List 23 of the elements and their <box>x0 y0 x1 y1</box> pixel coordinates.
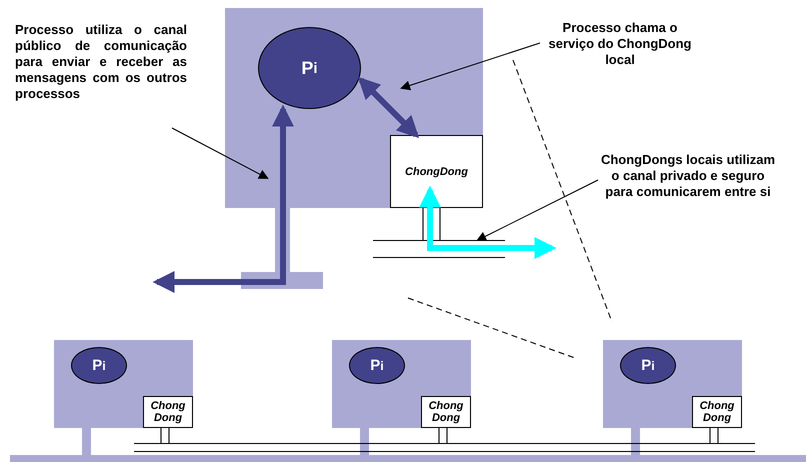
service-box: ChongDong <box>390 135 483 208</box>
host-box <box>225 8 483 208</box>
arrow <box>358 76 420 138</box>
channel-lines <box>373 240 505 258</box>
service-box: Chong Dong <box>421 396 471 428</box>
leader-line <box>172 128 269 179</box>
callout-text: Processo utiliza o canal público de comunicação para enviar e receber as mensagens com os outros processos <box>15 22 187 102</box>
leader-line <box>476 180 598 241</box>
connector-line <box>710 428 718 444</box>
connector-line <box>422 208 440 240</box>
callout-text: Processo chama o serviço do ChongDong local <box>540 20 700 68</box>
channel-lines <box>134 443 755 452</box>
connector-line <box>438 428 448 444</box>
callout-text: ChongDongs locais utilizam o canal privado e seguro para comunicarem entre si <box>598 152 778 200</box>
service-box: Chong Dong <box>143 396 193 428</box>
host-box <box>603 340 742 428</box>
host-box <box>54 340 193 428</box>
service-box: Chong Dong <box>692 396 742 428</box>
arrow <box>419 186 556 259</box>
connector-line <box>160 428 170 444</box>
host-box <box>332 340 471 428</box>
leader-line <box>400 42 540 90</box>
arrow <box>152 104 294 293</box>
